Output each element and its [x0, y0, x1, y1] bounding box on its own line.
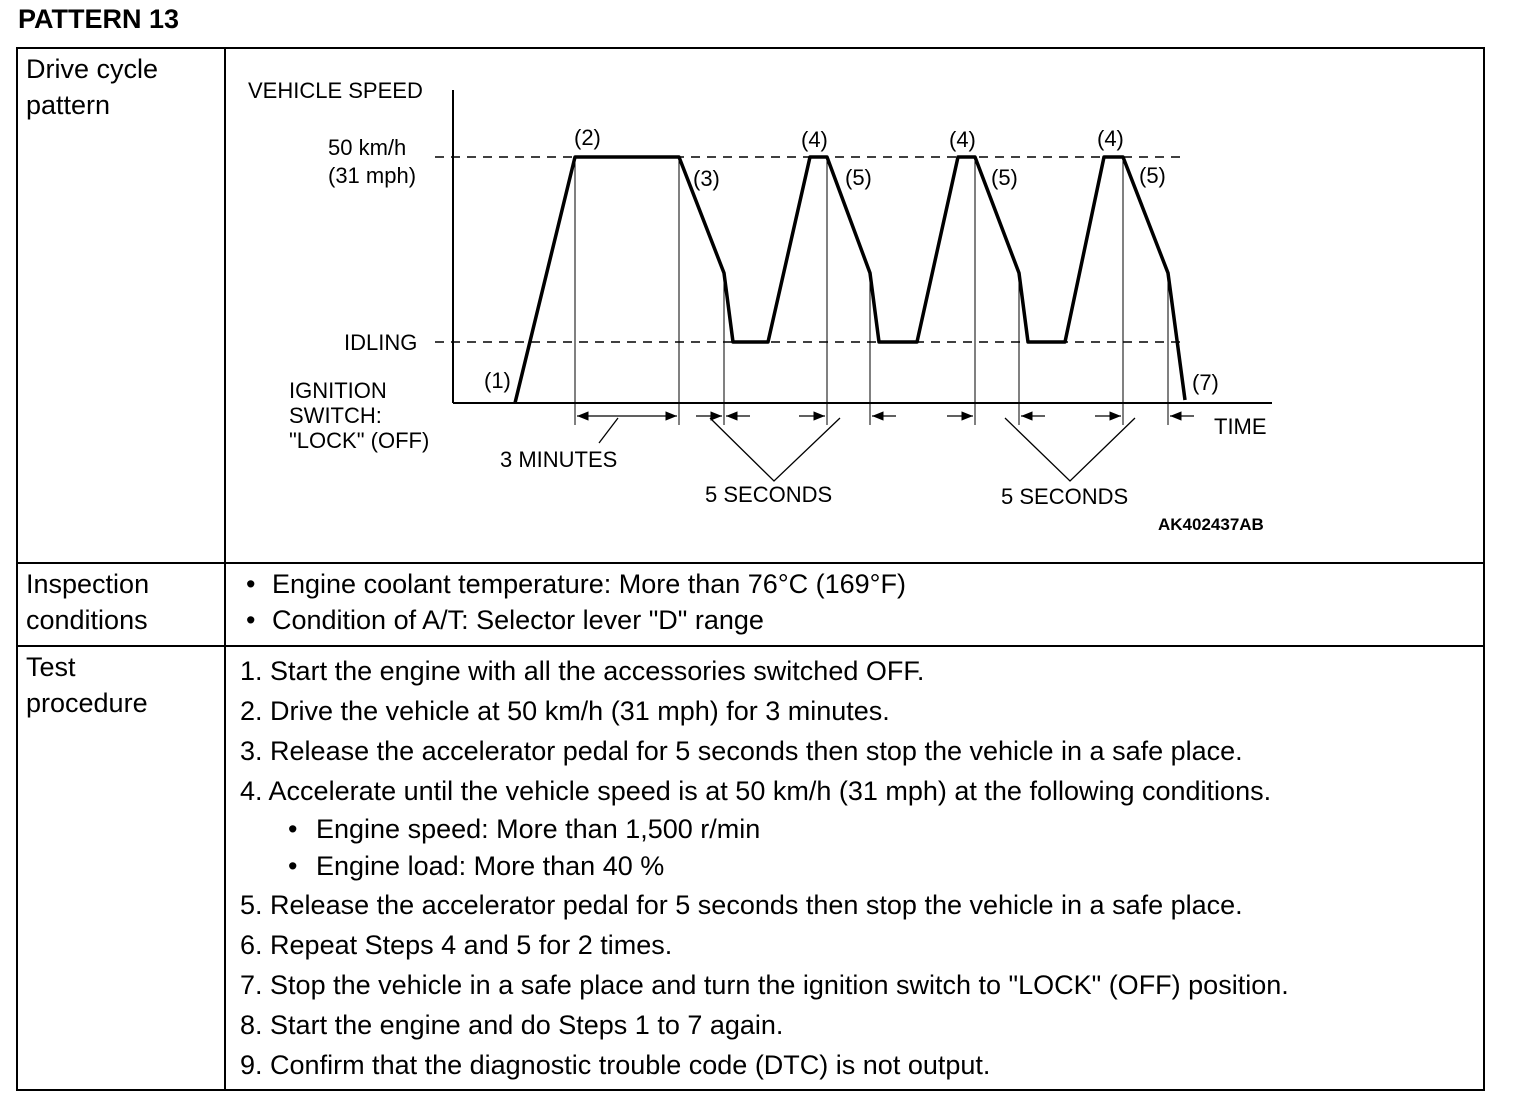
marker-label: (1) — [484, 368, 511, 393]
drive-cycle-diagram: VEHICLE SPEED 50 km/h (31 mph) IDLING IG… — [248, 78, 1272, 534]
callout-leaders — [598, 417, 1136, 482]
row-drive-cycle: Drive cycle pattern — [18, 49, 1483, 564]
procedure-substep: •Engine speed: More than 1,500 r/min — [288, 814, 761, 844]
five-seconds-label: 5 SECONDS — [1001, 484, 1128, 509]
marker-label: (4) — [1097, 126, 1124, 151]
label-cell: Drive cycle pattern — [18, 49, 226, 564]
five-seconds-label: 5 SECONDS — [705, 482, 832, 507]
marker-label: (4) — [949, 127, 976, 152]
inspection-item: •Engine coolant temperature: More than 7… — [246, 569, 906, 599]
procedure-substep: •Engine load: More than 40 % — [288, 851, 665, 881]
speed-label: 50 km/h — [328, 135, 406, 160]
ignition-label: IGNITION — [289, 378, 387, 403]
marker-label: (5) — [845, 165, 872, 190]
marker-label: (5) — [991, 165, 1018, 190]
inspection-cell: •Engine coolant temperature: More than 7… — [226, 564, 1483, 647]
row-test-procedure: Test procedure 1. Start the engine with … — [18, 645, 1483, 1089]
label-cell: Test procedure — [18, 647, 226, 1089]
procedure-step: 6. Repeat Steps 4 and 5 for 2 times. — [240, 930, 673, 960]
marker-label: (3) — [693, 166, 720, 191]
procedure-step: 9. Confirm that the diagnostic trouble c… — [240, 1050, 991, 1080]
speed-profile-line — [513, 155, 1187, 404]
procedure-step: 8. Start the engine and do Steps 1 to 7 … — [240, 1010, 784, 1040]
procedure-cell: 1. Start the engine with all the accesso… — [226, 647, 1483, 1089]
procedure-step: 7. Stop the vehicle in a safe place and … — [240, 970, 1289, 1000]
diagram-cell: VEHICLE SPEED 50 km/h (31 mph) IDLING IG… — [226, 49, 1483, 564]
procedure-table: Drive cycle pattern — [16, 47, 1485, 1091]
label-cell: Inspection conditions — [18, 564, 226, 647]
inspection-list: •Engine coolant temperature: More than 7… — [242, 566, 906, 638]
marker-label: (5) — [1139, 163, 1166, 188]
marker-label: (4) — [801, 127, 828, 152]
row-label-inspection: Inspection conditions — [26, 569, 150, 635]
procedure-steps: 1. Start the engine with all the accesso… — [240, 651, 1289, 1085]
y-axis-label: VEHICLE SPEED — [248, 78, 423, 103]
inspection-item: •Condition of A/T: Selector lever "D" ra… — [246, 605, 764, 635]
procedure-step: 3. Release the accelerator pedal for 5 s… — [240, 736, 1243, 766]
speed-label-mph: (31 mph) — [328, 163, 416, 188]
ignition-label-switch: SWITCH: — [289, 403, 382, 428]
procedure-step: 4. Accelerate until the vehicle speed is… — [240, 776, 1272, 806]
marker-label: (7) — [1192, 370, 1219, 395]
procedure-step: 1. Start the engine with all the accesso… — [240, 656, 925, 686]
page-title: PATTERN 13 — [18, 4, 180, 34]
procedure-step: 2. Drive the vehicle at 50 km/h (31 mph)… — [240, 696, 890, 726]
figure-code: AK402437AB — [1158, 515, 1264, 534]
three-minutes-label: 3 MINUTES — [500, 447, 617, 472]
procedure-step: 5. Release the accelerator pedal for 5 s… — [240, 890, 1243, 920]
x-axis-label: TIME — [1214, 414, 1267, 439]
row-label-test-procedure: Test procedure — [26, 652, 148, 718]
timing-lines — [574, 157, 1169, 425]
ignition-label-lock: "LOCK" (OFF) — [289, 428, 429, 453]
idling-label: IDLING — [344, 330, 417, 355]
row-label-drive-cycle: Drive cycle pattern — [26, 54, 159, 120]
row-inspection: Inspection conditions •Engine coolant te… — [18, 562, 1483, 647]
marker-label: (2) — [574, 125, 601, 150]
